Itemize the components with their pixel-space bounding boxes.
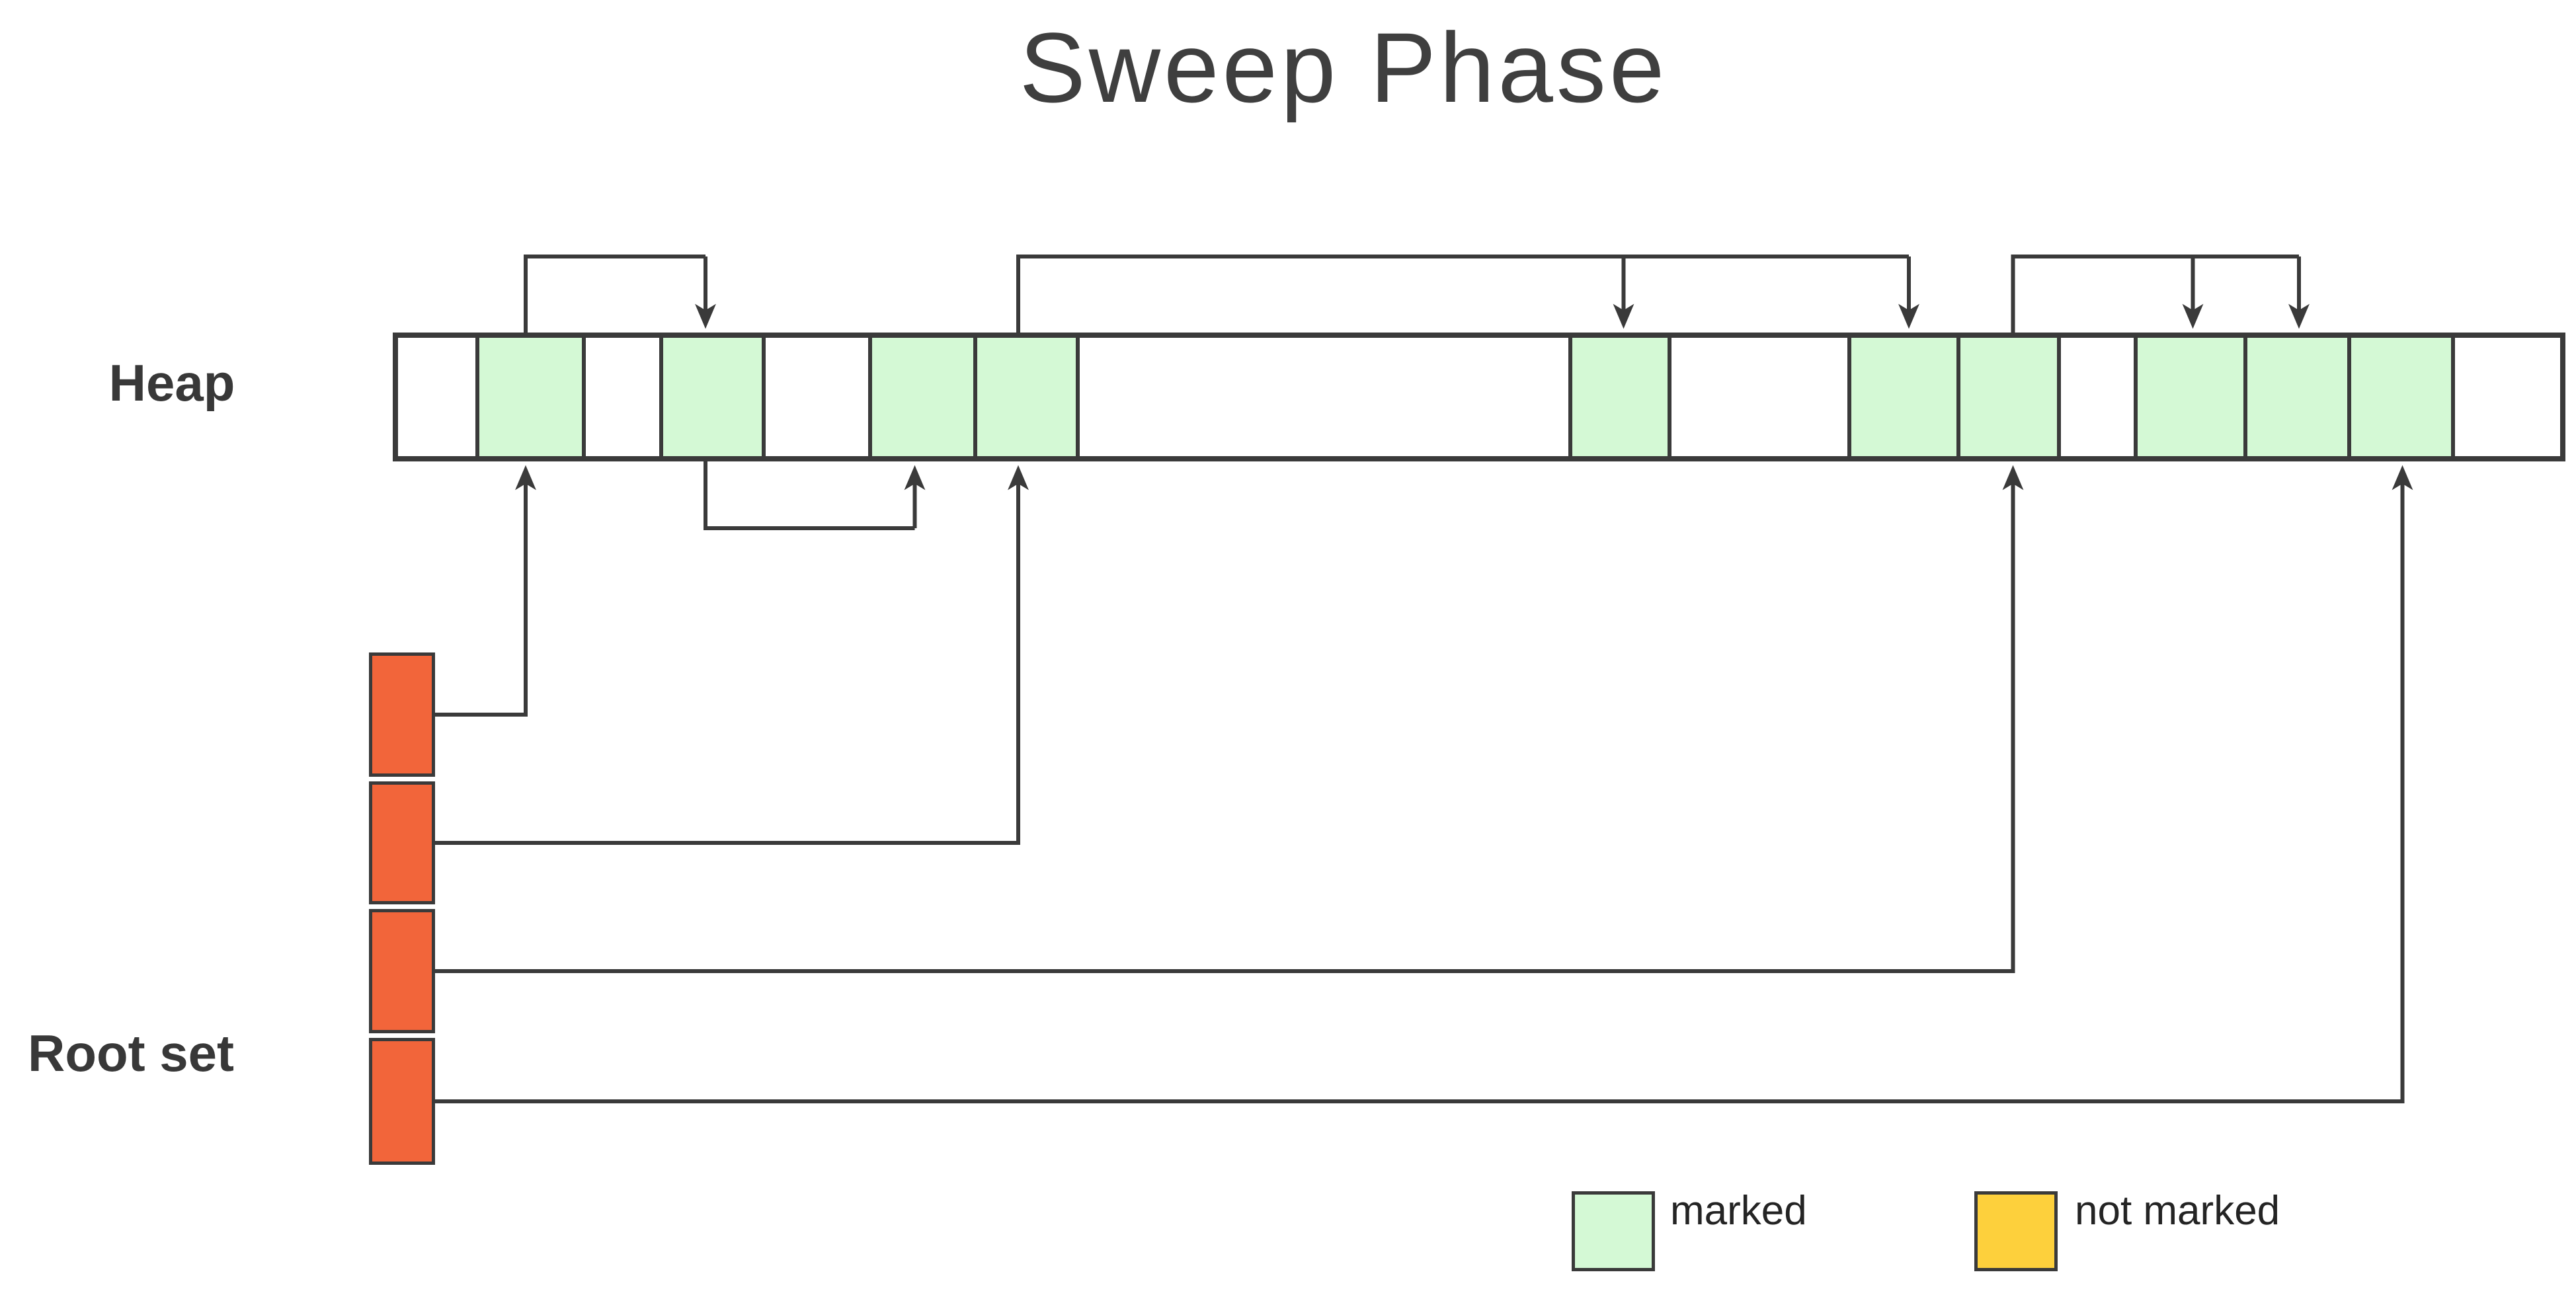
- heap-cell-marked: [2138, 338, 2247, 456]
- pointer-arrow: [1016, 255, 1909, 333]
- pointer-arrow: [704, 461, 915, 530]
- heap-cell-marked: [1572, 338, 1672, 456]
- heap-cell-marked: [1851, 338, 1960, 456]
- heap-cell-marked: [871, 338, 978, 456]
- heap-cell-marked: [479, 338, 586, 456]
- diagram-title: Sweep Phase: [1019, 12, 1668, 123]
- pointer-arrow: [435, 465, 2413, 1103]
- pointer-arrow: [2011, 255, 2299, 333]
- heap-cell-free: [398, 338, 480, 456]
- heap-bar: [393, 333, 2565, 461]
- heap-cell-free: [1080, 338, 1573, 456]
- heap-cell-free: [1671, 338, 1852, 456]
- heap-cell-marked: [2351, 338, 2456, 456]
- legend-marked-swatch: [1572, 1191, 1655, 1271]
- root-set-label: Root set: [28, 1024, 234, 1082]
- heap-cell-free: [2455, 338, 2561, 456]
- legend-not-marked-label: not marked: [2075, 1188, 2280, 1234]
- root-cell: [369, 909, 435, 1033]
- pointer-arrow: [524, 255, 705, 333]
- heap-label: Heap: [108, 354, 235, 412]
- heap-cell-marked: [2247, 338, 2351, 456]
- legend-marked-label: marked: [1670, 1188, 1807, 1234]
- root-cell: [369, 652, 435, 777]
- heap-cell-free: [765, 338, 872, 456]
- pointer-arrow: [435, 465, 1029, 845]
- heap-cell-free: [585, 338, 663, 456]
- pointer-arrow: [435, 465, 536, 717]
- pointer-arrow: [435, 465, 2024, 973]
- root-cell: [369, 781, 435, 904]
- heap-cell-marked: [1960, 338, 2061, 456]
- heap-cell-marked: [663, 338, 766, 456]
- heap-cell-marked: [977, 338, 1080, 456]
- legend-not-marked-swatch: [1974, 1191, 2058, 1271]
- heap-cell-free: [2060, 338, 2138, 456]
- root-cell: [369, 1038, 435, 1165]
